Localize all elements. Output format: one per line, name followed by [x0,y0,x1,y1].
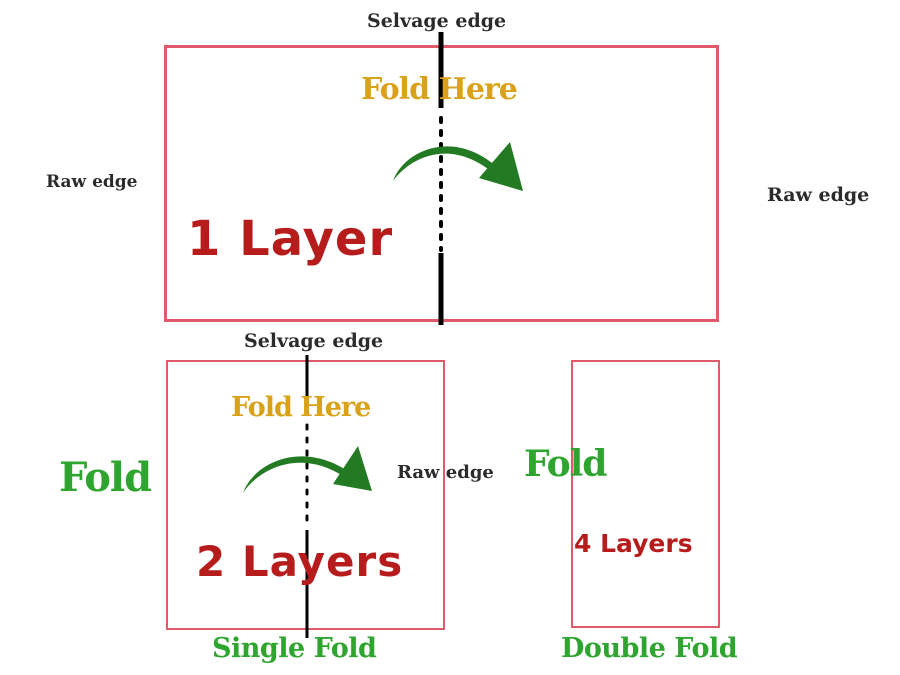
double-fold-fabric-rect [571,360,720,628]
top-raw-edge-right-label: Raw edge [767,184,870,206]
top-fold-arrow [393,142,523,191]
single-raw-edge-label: Raw edge [397,462,494,483]
one-layer-label: 1 Layer [187,211,394,267]
single-fold-caption: Single Fold [212,633,377,664]
top-selvage-edge-label: Selvage edge [367,10,507,32]
top-raw-edge-left-label: Raw edge [46,172,138,192]
single-selvage-edge-label: Selvage edge [244,330,384,352]
single-fold-side-label: Fold [59,454,152,501]
double-fold-side-label: Fold [524,443,607,485]
single-fold-here-label: Fold Here [231,392,371,423]
single-fold-arrow [243,446,372,493]
top-fold-here-label: Fold Here [361,72,518,107]
two-layers-label: 2 Layers [196,537,404,586]
double-fold-caption: Double Fold [561,633,738,664]
four-layers-label: 4 Layers [574,529,693,558]
